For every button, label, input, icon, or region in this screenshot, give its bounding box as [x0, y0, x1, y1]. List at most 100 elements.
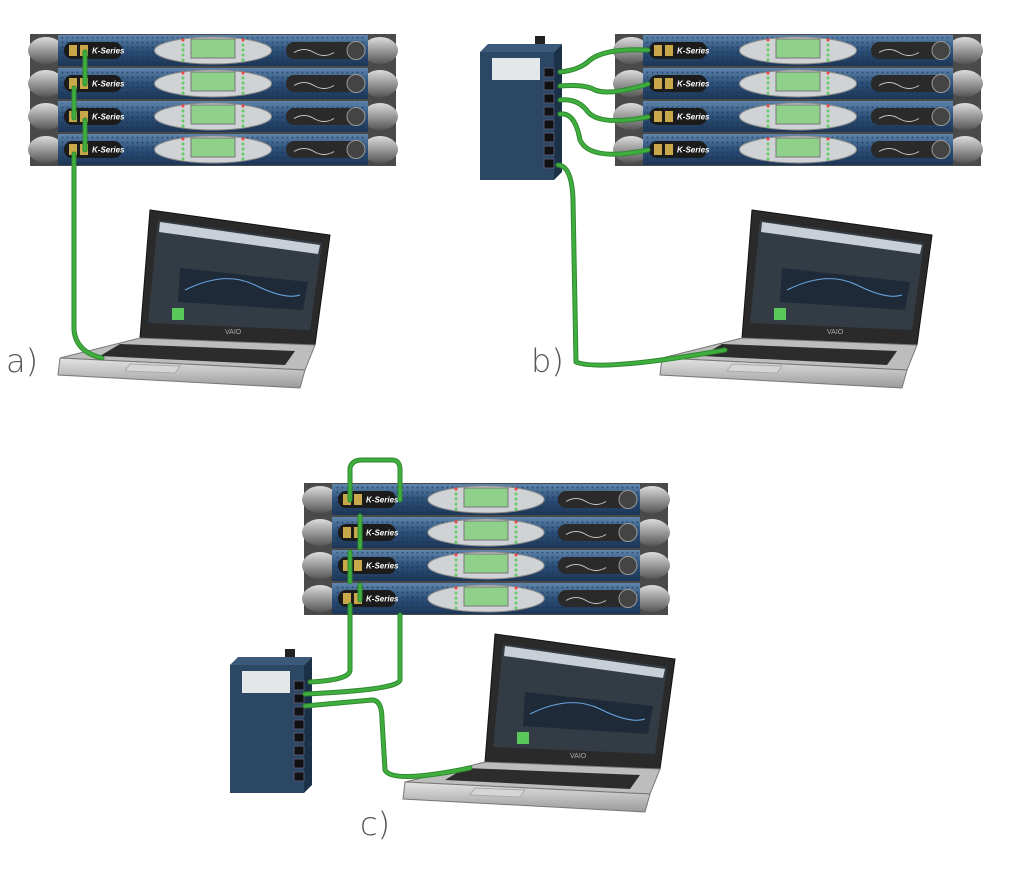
label-b: b): [531, 342, 564, 380]
led-indicator: [241, 48, 245, 52]
led-indicator: [766, 86, 770, 90]
led-indicator: [766, 71, 770, 75]
led-indicator: [514, 601, 518, 605]
led-indicator: [766, 48, 770, 52]
network-port: [654, 78, 662, 89]
amp-brand-label: K-Series: [366, 562, 399, 571]
logo-panel: [558, 524, 636, 541]
amplifier-unit: K-Series: [302, 483, 670, 516]
volume-knob: [931, 107, 951, 126]
lcd-display: [775, 71, 821, 92]
led-indicator: [826, 109, 830, 113]
lcd-display: [775, 104, 821, 125]
ethernet-port: [293, 680, 305, 691]
led-indicator: [181, 114, 185, 118]
led-indicator: [241, 152, 245, 156]
manufacturer-logo: [565, 564, 607, 571]
led-indicator: [766, 152, 770, 156]
amplifier-unit: K-Series: [28, 133, 398, 166]
ethernet-port: [543, 80, 555, 91]
logo-panel: [286, 75, 364, 92]
led-indicator: [766, 147, 770, 151]
rack-ear-right: [947, 70, 983, 97]
rack-ear-left: [613, 103, 649, 130]
led-indicator: [181, 142, 185, 146]
rack-ear-left: [28, 70, 64, 97]
led-indicator: [766, 81, 770, 85]
keyboard: [445, 768, 640, 789]
cable-switch-to-amp-highlight: [558, 112, 650, 156]
amplifier-unit: K-Series: [302, 582, 670, 615]
volume-knob: [346, 41, 366, 60]
amp-brand-label: K-Series: [366, 496, 399, 505]
led-indicator: [241, 58, 245, 62]
led-indicator: [454, 487, 458, 491]
led-indicator: [826, 58, 830, 62]
led-indicator: [826, 43, 830, 47]
volume-knob: [618, 523, 638, 542]
led-indicator: [826, 157, 830, 161]
lcd-display: [190, 104, 236, 125]
rack-ear-left: [28, 136, 64, 163]
lcd-display: [775, 137, 821, 158]
switch-label-plate: [492, 58, 540, 80]
lcd-display: [463, 586, 509, 607]
led-indicator: [766, 142, 770, 146]
amp-brand-label: K-Series: [677, 113, 710, 122]
led-indicator: [514, 596, 518, 600]
rack-ear-right: [362, 37, 398, 64]
network-port-panel: [64, 141, 122, 158]
amplifier-unit: K-Series: [613, 133, 983, 166]
cable-switch-to-amp-highlight: [558, 48, 650, 74]
led-indicator: [766, 43, 770, 47]
led-indicator: [181, 38, 185, 42]
led-indicator: [766, 76, 770, 80]
led-indicator: [454, 553, 458, 557]
network-port: [665, 111, 673, 122]
keyboard: [100, 344, 295, 365]
rack-ear-right: [947, 37, 983, 64]
manufacturer-logo: [293, 49, 335, 56]
led-indicator: [181, 53, 185, 57]
led-indicator: [826, 86, 830, 90]
amplifier-unit: K-Series: [613, 34, 983, 67]
switch-label-plate: [242, 671, 290, 693]
led-indicator: [514, 540, 518, 544]
led-indicator: [241, 76, 245, 80]
led-indicator: [454, 535, 458, 539]
led-indicator: [241, 91, 245, 95]
network-port-panel: [649, 108, 707, 125]
network-port: [343, 494, 351, 505]
led-indicator: [241, 104, 245, 108]
network-port: [665, 144, 673, 155]
led-indicator: [826, 114, 830, 118]
led-indicator: [826, 48, 830, 52]
led-indicator: [766, 124, 770, 128]
led-indicator: [454, 586, 458, 590]
logo-panel: [871, 108, 949, 125]
led-indicator: [454, 558, 458, 562]
amplifier-unit: K-Series: [28, 34, 398, 67]
cable-to-laptop-highlight: [72, 152, 104, 360]
laptop-base: [57, 357, 306, 389]
led-indicator: [826, 71, 830, 75]
ethernet-port: [293, 706, 305, 717]
manufacturer-logo: [878, 148, 920, 155]
led-indicator: [454, 601, 458, 605]
ethernet-port: [543, 132, 555, 143]
lcd-display: [463, 520, 509, 541]
amp-brand-label: K-Series: [677, 47, 710, 56]
led-indicator: [766, 91, 770, 95]
led-indicator: [241, 142, 245, 146]
network-port: [69, 144, 77, 155]
led-indicator: [454, 591, 458, 595]
rack-ear-right: [362, 70, 398, 97]
network-port-panel: [649, 141, 707, 158]
led-indicator: [181, 124, 185, 128]
volume-knob: [618, 589, 638, 608]
cable-switch-to-laptop-highlight: [303, 698, 472, 778]
led-indicator: [241, 114, 245, 118]
volume-knob: [346, 140, 366, 159]
cable-amp-to-switch-highlight: [303, 613, 402, 696]
